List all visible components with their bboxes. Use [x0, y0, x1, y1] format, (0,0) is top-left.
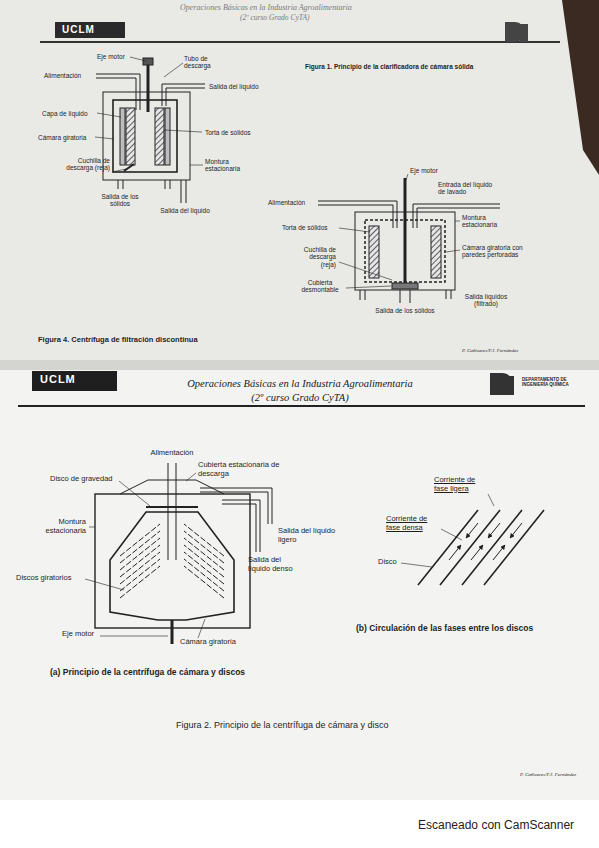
- running-header: (2º curso Grado CyTA): [240, 14, 309, 23]
- part-label: Montura estacionaria: [34, 518, 86, 535]
- running-header: Operaciones Básicas en la Industria Agro…: [180, 3, 352, 12]
- part-label: Salida de los sólidos: [100, 193, 140, 208]
- part-label: Cámara giratoria con paredes perforadas: [462, 244, 542, 259]
- logo-block: [55, 22, 125, 38]
- part-label: Entrada del líquido de lavado: [438, 181, 500, 196]
- logo-block: [32, 371, 117, 391]
- part-label: Salida del líquido: [150, 207, 220, 214]
- part-label: Disco: [378, 558, 397, 567]
- part-label: Cámara giratoria: [38, 134, 86, 141]
- part-label: Eje motor: [97, 53, 125, 60]
- figure-1: [95, 57, 205, 203]
- part-label: Salida del líquido: [209, 83, 259, 90]
- scanner-strip: [0, 800, 599, 848]
- part-label: Eje motor: [410, 167, 438, 174]
- department-logo: [490, 373, 514, 395]
- part-label: Corriente de fase ligera: [434, 476, 488, 493]
- subfigure-caption: (a) Principio de la centrífuga de cámara…: [50, 668, 245, 678]
- part-label: Torta de sólidos: [282, 224, 328, 231]
- part-label: Cubierta estacionaria de descarga: [198, 461, 286, 478]
- figure-caption: Figura 1. Principio de la clarificadora …: [305, 63, 473, 70]
- running-header: Operaciones Básicas en la Industria Agro…: [135, 378, 465, 390]
- figure-caption: Figura 4. Centrífuga de filtración disco…: [38, 336, 198, 345]
- part-label: Disco de gravedad: [50, 475, 113, 484]
- author-note: P. Cañizares/F.J. Fernández: [520, 772, 576, 778]
- part-label: Discos giratorios: [16, 574, 71, 583]
- part-label: Cuchilla de descarga (reja): [296, 246, 336, 268]
- part-label: Eje motor: [62, 630, 94, 639]
- figure-2a: [85, 463, 272, 644]
- part-label: Tubo de descarga: [184, 55, 216, 70]
- part-label: Alimentación: [132, 449, 212, 458]
- subfigure-caption: (b) Circulación de las fases entre los d…: [356, 624, 533, 634]
- scan-corner: [562, 0, 599, 175]
- part-label: Salida líquidos (filtrado): [458, 293, 514, 308]
- figure-caption: Figura 2. Principio de la centrífuga de …: [176, 720, 389, 730]
- previous-page: [0, 0, 599, 360]
- scanner-watermark: Escaneado con CamScanner: [418, 819, 574, 833]
- figure-2b: [401, 494, 544, 585]
- part-label: Alimentación: [268, 199, 305, 206]
- part-label: Alimentación: [44, 72, 81, 79]
- part-label: Corriente de fase densa: [386, 515, 440, 532]
- department-name: DEPARTAMENTO DE INGENIERÍA QUÍMICA: [522, 377, 576, 387]
- header-rule: [40, 41, 560, 43]
- header-rule: [18, 405, 585, 407]
- author-note: P. Cañizares/F.J. Fernández: [462, 348, 518, 354]
- page-gap: [0, 360, 599, 370]
- figure-4: [318, 174, 500, 303]
- part-label: Montura estacionaria: [205, 158, 251, 173]
- part-label: Salida del líquido denso: [248, 556, 304, 573]
- logo-text: UCLM: [62, 24, 95, 36]
- part-label: Cámara giratoria: [180, 638, 236, 647]
- part-label: Torta de sólidos: [205, 129, 251, 136]
- part-label: Montura estacionaria: [462, 214, 508, 229]
- part-label: Salida del líquido ligero: [278, 527, 336, 544]
- part-label: Cubierta desmontable: [297, 279, 343, 294]
- part-label: Salida de los sólidos: [345, 307, 465, 314]
- part-label: Cuchilla de descarga (reja): [56, 157, 110, 172]
- running-header: (2º curso Grado CyTA): [200, 392, 400, 404]
- logo-text: UCLM: [40, 373, 76, 386]
- part-label: Capa de líquido: [42, 110, 88, 117]
- department-logo: [505, 22, 528, 42]
